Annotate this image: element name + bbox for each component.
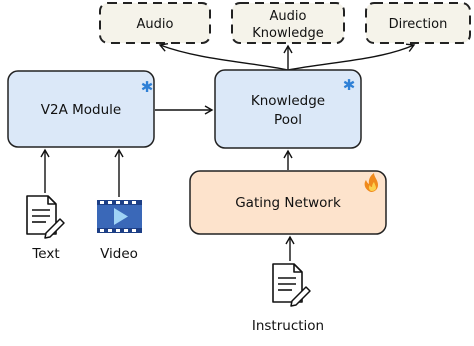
gating-network-box: Gating Network (189, 170, 387, 235)
text-input-label: Text (31, 246, 59, 262)
arrow-pool-to-direction (287, 43, 416, 71)
arrow-pool-to-audio (158, 43, 289, 71)
output-audio-label: Audio (137, 17, 174, 32)
v2a-module-label: V2A Module (41, 102, 121, 118)
output-audio-knowledge-box: Audio Knowledge (231, 2, 345, 44)
knowledge-pool-label-line2: Pool (274, 112, 302, 128)
knowledge-pool-box: Knowledge Pool ✱ (214, 69, 362, 149)
output-audio-knowledge-label-line1: Audio (270, 9, 307, 24)
instruction-document-icon (272, 263, 311, 307)
snowflake-icon: ✱ (141, 78, 154, 96)
output-direction-label: Direction (389, 17, 448, 32)
output-audio-knowledge-label-line2: Knowledge (252, 26, 323, 41)
output-direction-box: Direction (365, 2, 471, 44)
snowflake-icon: ✱ (343, 76, 356, 94)
instruction-input-label: Instruction (252, 318, 324, 334)
v2a-module-box: V2A Module ✱ (7, 70, 155, 148)
gating-network-label: Gating Network (235, 195, 341, 211)
video-input-label: Video (100, 246, 138, 262)
fire-icon (364, 173, 378, 192)
text-document-icon (26, 195, 65, 239)
video-icon (97, 200, 142, 233)
knowledge-pool-label-line1: Knowledge (251, 93, 325, 109)
output-audio-box: Audio (99, 2, 211, 44)
